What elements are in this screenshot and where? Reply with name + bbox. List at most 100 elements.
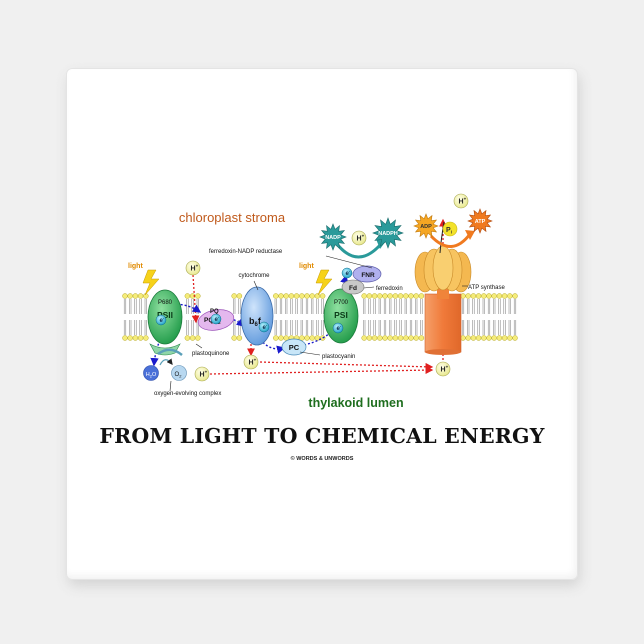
electron-circle	[258, 321, 270, 333]
leader-lines	[169, 255, 468, 392]
lipid-head	[382, 335, 388, 341]
lipid-head	[319, 293, 326, 299]
ferredoxin-fnr: FNR Fd	[341, 265, 382, 295]
lipid-head	[361, 293, 367, 299]
adp-burst	[413, 213, 439, 239]
lipid-head	[236, 293, 243, 299]
plastoquinone-label: plastoquinone	[192, 351, 230, 357]
electron-circle	[210, 313, 222, 325]
lipid-head	[189, 335, 196, 341]
atp-label: ATP	[475, 219, 486, 225]
cytochrome-b6f: b6f	[240, 286, 274, 346]
proton-label: H+	[459, 197, 467, 206]
lipid-head	[403, 293, 409, 299]
proton-label: H+	[357, 234, 365, 243]
lipid-head	[481, 293, 487, 299]
lipid-head	[127, 335, 133, 341]
lipid-head	[408, 335, 414, 341]
electron-label: e-	[160, 315, 165, 324]
lipid-head	[273, 293, 279, 299]
electron-circle	[155, 314, 167, 326]
lipid-head	[413, 293, 419, 299]
lipid-head	[501, 335, 508, 341]
lipid-head	[387, 335, 393, 341]
lipid-head	[304, 335, 310, 341]
proton-circle	[453, 193, 469, 209]
nadp-label: NADP	[325, 235, 341, 241]
lipid-head	[293, 293, 300, 299]
fnr-label: FNR	[361, 272, 375, 279]
lipid-head	[413, 335, 419, 341]
lipid-head	[195, 293, 201, 299]
lipid-head	[371, 335, 378, 341]
p700-label: P700	[334, 300, 349, 306]
proton-label: H+	[249, 358, 257, 367]
lipid-head	[491, 293, 497, 299]
light-bolt-left	[142, 269, 160, 296]
lipid-head	[387, 293, 393, 299]
lipid-head	[236, 335, 243, 341]
lipid-head	[481, 335, 487, 341]
water-molecule: H2O	[143, 365, 159, 381]
lipid-head	[304, 293, 310, 299]
lipid-head	[127, 293, 133, 299]
proton-circle	[435, 361, 451, 377]
lipid-head	[288, 293, 295, 299]
stroma-label: chloroplast stroma	[179, 210, 286, 225]
proton-label: H+	[191, 264, 199, 273]
p680-label: P680	[158, 300, 173, 306]
atp-formation	[429, 230, 475, 248]
lipid-head	[507, 335, 513, 341]
lipid-head	[137, 293, 144, 299]
lipid-head	[278, 335, 284, 341]
proton-circle	[194, 366, 210, 382]
electron-circle	[341, 267, 353, 279]
nadp-burst	[319, 223, 347, 251]
lipid-head	[309, 293, 315, 299]
electron-label: e-	[263, 322, 268, 331]
lipid-head	[132, 335, 139, 341]
lipid-head	[403, 335, 409, 341]
lipid-head	[132, 293, 139, 299]
fd-label: Fd	[349, 285, 357, 292]
light-label-left: light	[128, 263, 143, 270]
lipid-head	[496, 335, 503, 341]
lipid-head	[299, 293, 305, 299]
lipid-head	[382, 293, 388, 299]
plastocyanin-label: plastocyanin	[322, 354, 355, 360]
lipid-head	[377, 335, 383, 341]
proton-circle	[351, 230, 367, 246]
lipid-head	[137, 335, 144, 341]
lipid-head	[314, 293, 321, 299]
proton-circle	[185, 260, 201, 276]
lipid-head	[418, 335, 425, 341]
lipid-head	[122, 293, 128, 299]
proton-label: H+	[441, 365, 449, 374]
o2-label: O2	[175, 372, 183, 379]
electron-label: e-	[346, 268, 351, 277]
oxygen-evolving-complex	[149, 343, 183, 356]
lipid-head	[397, 293, 404, 299]
lipid-head	[314, 335, 321, 341]
atp-synthase	[414, 221, 472, 355]
thylakoid-membrane	[122, 293, 518, 341]
light-bolt-right	[315, 269, 333, 296]
lipid-head	[184, 293, 191, 299]
lipid-head	[507, 293, 513, 299]
lipid-head	[486, 293, 492, 299]
lipid-head	[231, 335, 237, 341]
lipid-head	[377, 293, 383, 299]
electron-circle	[332, 322, 344, 334]
lipid-head	[273, 335, 279, 341]
adp-label: ADP	[420, 224, 432, 230]
lipid-head	[278, 293, 284, 299]
nadph-label: NADPH	[378, 231, 398, 237]
lipid-head	[392, 335, 399, 341]
lipid-head	[491, 335, 497, 341]
lipid-head	[371, 293, 378, 299]
lipid-head	[512, 335, 518, 341]
photosystem-i: P700 PSI	[323, 288, 359, 344]
lipid-head	[465, 335, 471, 341]
lipid-head	[283, 293, 289, 299]
